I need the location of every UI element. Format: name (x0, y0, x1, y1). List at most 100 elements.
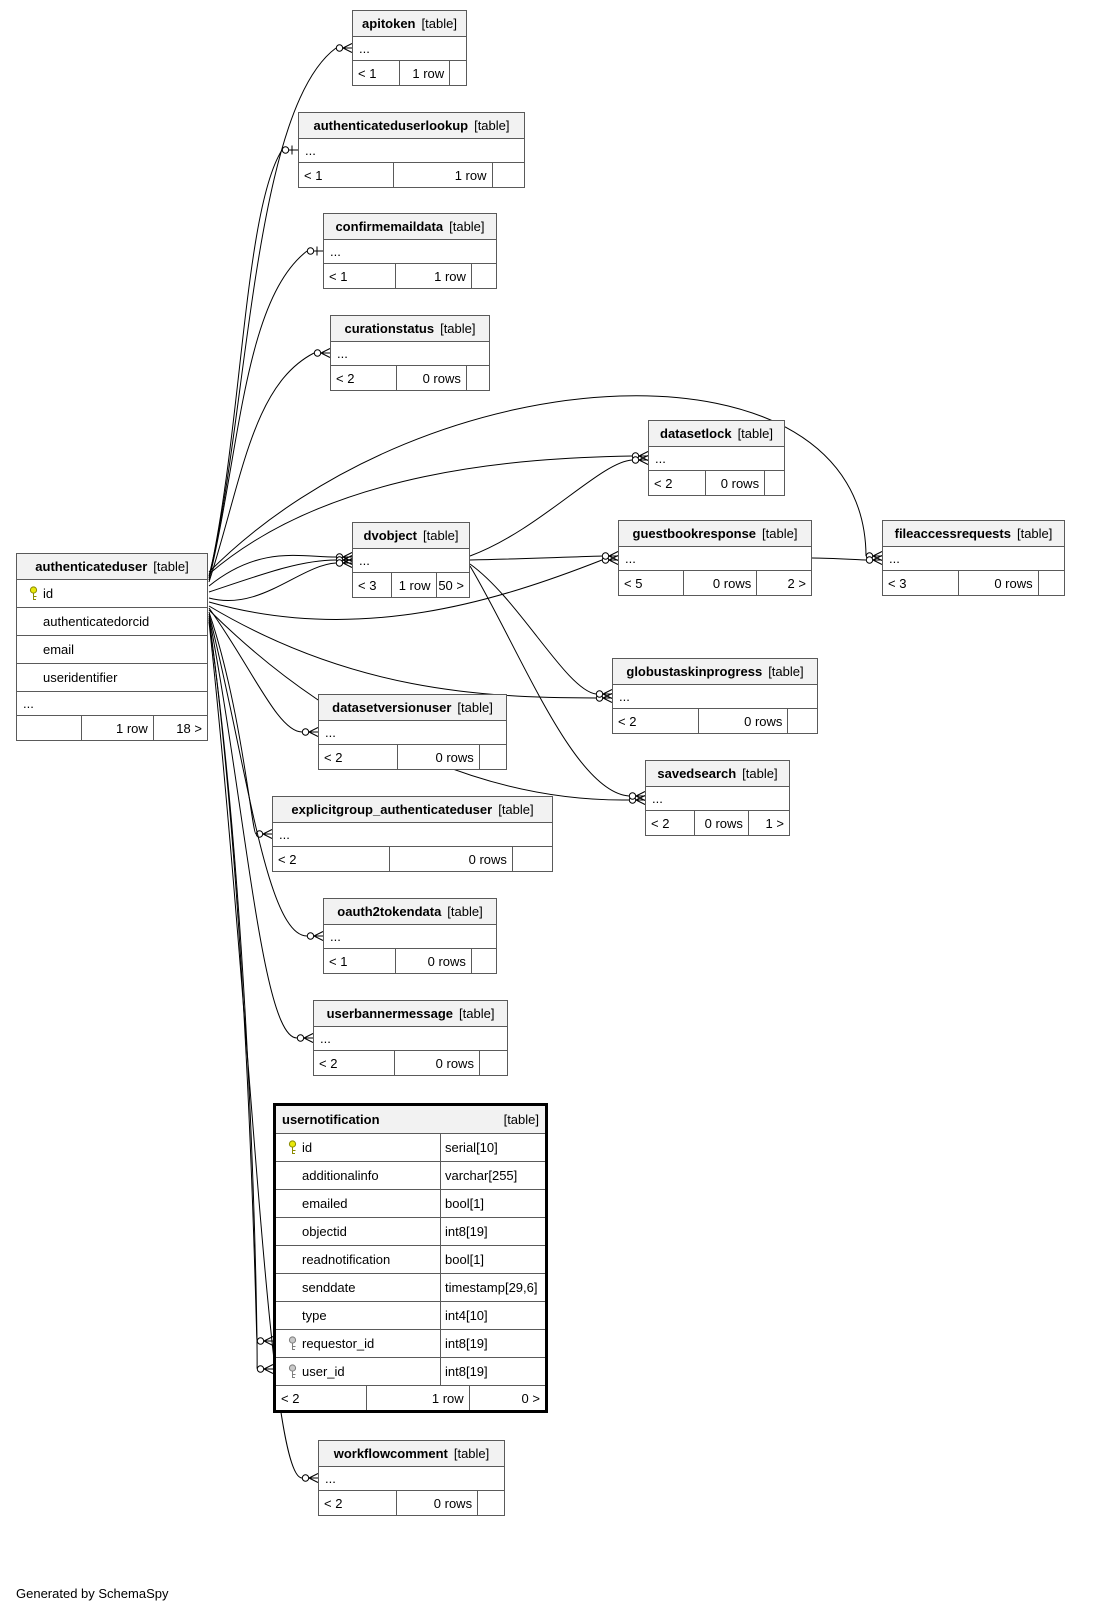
column-name: senddate (302, 1280, 356, 1295)
primary-key-icon (23, 586, 43, 601)
column-row: useridentifier (17, 664, 207, 692)
column-row: ... (619, 547, 811, 571)
table-name: authenticateduserlookup (313, 118, 469, 133)
primary-key-icon (282, 1140, 302, 1155)
column-type: varchar[255] (440, 1162, 545, 1189)
relationship-edge (469, 563, 613, 699)
relationship-edge (208, 611, 273, 839)
table-header[interactable]: dvobject[table] (353, 523, 469, 549)
table-header[interactable]: userbannermessage[table] (314, 1001, 507, 1027)
column-name: ... (619, 689, 630, 704)
table-header[interactable]: curationstatus[table] (331, 316, 489, 342)
table-explicitgroup_authenticateduser[interactable]: explicitgroup_authenticateduser[table]..… (272, 796, 553, 872)
relationship-edge (208, 607, 319, 737)
zero-circle-connector-icon (301, 1474, 310, 1482)
column-row: additionalinfo varchar[255] (276, 1162, 545, 1190)
zero-circle-connector-icon (865, 556, 874, 564)
column-row: ... (331, 342, 489, 366)
column-row: ... (273, 823, 552, 847)
related-count-right (478, 1491, 504, 1515)
column-name: readnotification (302, 1252, 391, 1267)
table-header[interactable]: guestbookresponse[table] (619, 521, 811, 547)
related-count-right (480, 745, 506, 769)
table-header[interactable]: authenticateduserlookup[table] (299, 113, 524, 139)
row-count: 1 row (396, 264, 472, 288)
table-header[interactable]: datasetlock[table] (649, 421, 784, 447)
row-count: 0 rows (398, 745, 480, 769)
table-header[interactable]: savedsearch[table] (646, 761, 789, 787)
column-name: useridentifier (43, 670, 118, 685)
column-row: authenticatedorcid (17, 608, 207, 636)
related-count-right (467, 366, 489, 390)
table-header[interactable]: usernotification[table] (276, 1106, 545, 1134)
column-row: id (17, 580, 207, 608)
column-type: serial[10] (440, 1134, 545, 1161)
table-header[interactable]: oauth2tokendata[table] (324, 899, 496, 925)
row-count: 0 rows (695, 811, 749, 835)
related-count-right (513, 847, 552, 871)
table-name: dvobject (363, 528, 418, 543)
relationship-edge (208, 246, 323, 581)
table-name: datasetlock (660, 426, 732, 441)
row-count: 1 row (367, 1386, 470, 1410)
related-count-left: < 2 (273, 847, 391, 871)
column-name: additionalinfo (302, 1168, 379, 1183)
related-count-right (493, 163, 525, 187)
table-header[interactable]: explicitgroup_authenticateduser[table] (273, 797, 552, 823)
row-count: 0 rows (396, 949, 472, 973)
table-header[interactable]: apitoken[table] (353, 11, 466, 37)
column-row: ... (17, 692, 207, 716)
column-row: ... (319, 721, 506, 745)
table-header[interactable]: confirmemaildata[table] (324, 214, 496, 240)
column-name: requestor_id (302, 1336, 375, 1351)
table-name: oauth2tokendata (337, 904, 442, 919)
column-name: ... (330, 929, 341, 944)
table-tag: [table] (153, 559, 189, 574)
column-row: ... (613, 685, 817, 709)
table-header[interactable]: datasetversionuser[table] (319, 695, 506, 721)
column-row: ... (299, 139, 524, 163)
zero-circle-connector-icon (296, 1034, 305, 1042)
zero-circle-connector-icon (306, 247, 315, 255)
column-row: email (17, 636, 207, 664)
table-tag: [table] (503, 1112, 539, 1127)
relationship-edge (208, 395, 883, 573)
table-header[interactable]: fileaccessrequests[table] (883, 521, 1064, 547)
table-header[interactable]: globustaskinprogress[table] (613, 659, 817, 685)
related-count-left: < 2 (646, 811, 695, 835)
table-tag: [table] (457, 700, 493, 715)
related-count-right (1039, 571, 1064, 595)
related-count-left: < 2 (319, 1491, 397, 1515)
table-header[interactable]: workflowcomment[table] (319, 1441, 504, 1467)
related-count-right: 50 > (438, 577, 464, 593)
zero-circle-connector-icon (256, 1337, 265, 1345)
table-header[interactable]: authenticateduser[table] (17, 554, 207, 580)
